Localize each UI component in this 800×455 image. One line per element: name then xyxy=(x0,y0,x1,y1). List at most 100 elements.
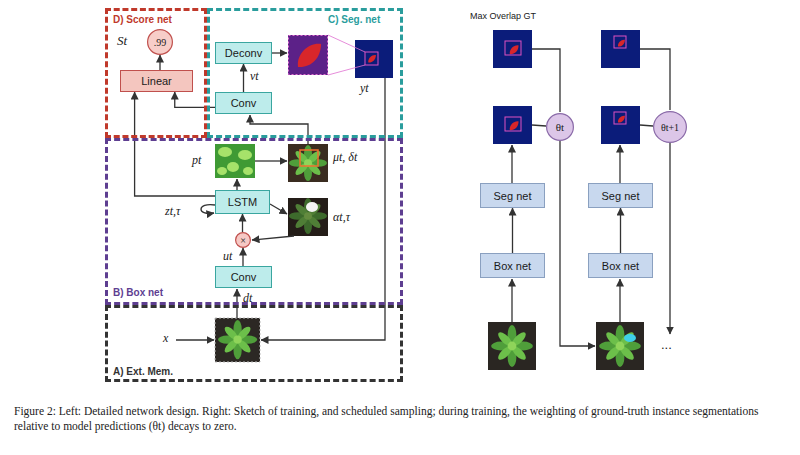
leaf-shape xyxy=(227,162,239,172)
node-label: θt xyxy=(556,121,564,133)
patch-outline xyxy=(505,41,521,55)
patch-outline xyxy=(505,117,521,131)
leaf-picture xyxy=(510,121,519,130)
wire xyxy=(532,125,546,126)
node-label: Box net xyxy=(494,260,531,272)
glimpse-spot xyxy=(306,202,318,212)
wire xyxy=(619,145,620,183)
leaf-picture xyxy=(618,40,625,47)
score-net-region: D) Score net.99Linear xyxy=(105,8,207,138)
math-symbol: ut xyxy=(223,249,232,264)
wire xyxy=(272,52,287,53)
conv-box: Conv xyxy=(215,266,272,288)
circle-shape xyxy=(654,112,687,143)
conv-box: Conv xyxy=(215,92,272,114)
plant-picture xyxy=(599,325,641,367)
math-symbol: dt xyxy=(243,291,252,306)
prediction-image xyxy=(601,106,640,144)
math-symbol: pt xyxy=(192,153,201,168)
projection-line xyxy=(328,35,365,52)
annotation-text: ... xyxy=(661,337,672,352)
wire xyxy=(640,49,670,110)
math-symbol: vt xyxy=(250,69,259,84)
connector xyxy=(242,248,243,266)
wire xyxy=(255,160,287,161)
plant-picture xyxy=(491,325,533,367)
math-symbol: yt xyxy=(360,81,369,96)
lstm-box: LSTM xyxy=(215,190,270,214)
theta-circle: θt+1 xyxy=(653,111,687,143)
math-symbol: St xyxy=(117,33,127,49)
wire xyxy=(511,145,512,183)
leaf-picture xyxy=(298,44,321,67)
node-label: Conv xyxy=(231,271,257,283)
connector xyxy=(620,208,621,253)
wire xyxy=(236,179,237,190)
attention-image xyxy=(215,144,255,178)
theta-circle: θt xyxy=(546,113,574,141)
wire xyxy=(619,279,620,322)
circle-shape xyxy=(236,233,251,248)
circle-shape xyxy=(148,30,173,55)
plant-picture xyxy=(289,198,327,234)
recurrent-loop xyxy=(201,205,215,214)
wire xyxy=(640,125,653,126)
node-label: Conv xyxy=(231,97,257,109)
multiply-circle: × xyxy=(235,232,251,248)
connector xyxy=(135,92,215,196)
deconv-box: Deconv xyxy=(215,42,272,64)
connector xyxy=(242,214,243,232)
box-image xyxy=(288,144,328,182)
math-symbol: zt,τ xyxy=(165,204,180,219)
box-net-box: Box net xyxy=(588,253,653,278)
wire xyxy=(669,143,670,334)
patch-outline xyxy=(289,36,328,75)
seg-net-region: C) Seg. netDeconvConv xyxy=(207,8,403,138)
plant-picture xyxy=(289,145,327,181)
leaf-picture xyxy=(510,45,519,54)
wires xyxy=(176,49,670,346)
node-label: .99 xyxy=(154,37,167,48)
connector xyxy=(243,64,244,92)
score-circle: .99 xyxy=(147,29,173,55)
region-heading: C) Seg. net xyxy=(328,14,380,25)
mask-spot xyxy=(624,334,636,342)
gt-image xyxy=(601,30,640,68)
box-net-box: Box net xyxy=(480,253,545,278)
patch-outline xyxy=(614,112,626,124)
memory-image xyxy=(215,318,260,362)
circle-shape xyxy=(547,114,574,141)
wire xyxy=(252,236,294,240)
figure-caption: Figure 2: Left: Detailed network design.… xyxy=(14,404,786,434)
gt-image xyxy=(493,30,532,68)
patch-outline xyxy=(365,52,378,65)
linear-box: Linear xyxy=(120,70,193,92)
box-outline xyxy=(300,150,318,166)
input-image xyxy=(488,322,536,370)
input-image xyxy=(596,322,644,370)
patch-outline xyxy=(614,36,626,48)
leaf-shape xyxy=(218,147,232,157)
wire xyxy=(261,78,385,340)
node-label: Seg net xyxy=(602,190,640,202)
box-net-region: B) Box netLSTM×Conv xyxy=(105,138,403,305)
wire xyxy=(511,279,512,322)
annotation-text: Max Overlap GT xyxy=(470,11,536,21)
math-symbol: μt, δt xyxy=(333,150,357,165)
wire xyxy=(176,339,214,340)
leaf-picture xyxy=(368,55,376,63)
node-label: Linear xyxy=(141,75,172,87)
math-symbol: αt,τ xyxy=(333,210,350,225)
segmentation-image xyxy=(288,35,328,75)
leaf-shape xyxy=(217,167,227,175)
plant-picture xyxy=(218,320,257,359)
node-label: Box net xyxy=(602,260,639,272)
ext-mem-region: A) Ext. Mem. xyxy=(105,305,403,382)
node-label: Deconv xyxy=(225,47,262,59)
region-heading: A) Ext. Mem. xyxy=(113,366,173,377)
node-label: LSTM xyxy=(228,196,257,208)
